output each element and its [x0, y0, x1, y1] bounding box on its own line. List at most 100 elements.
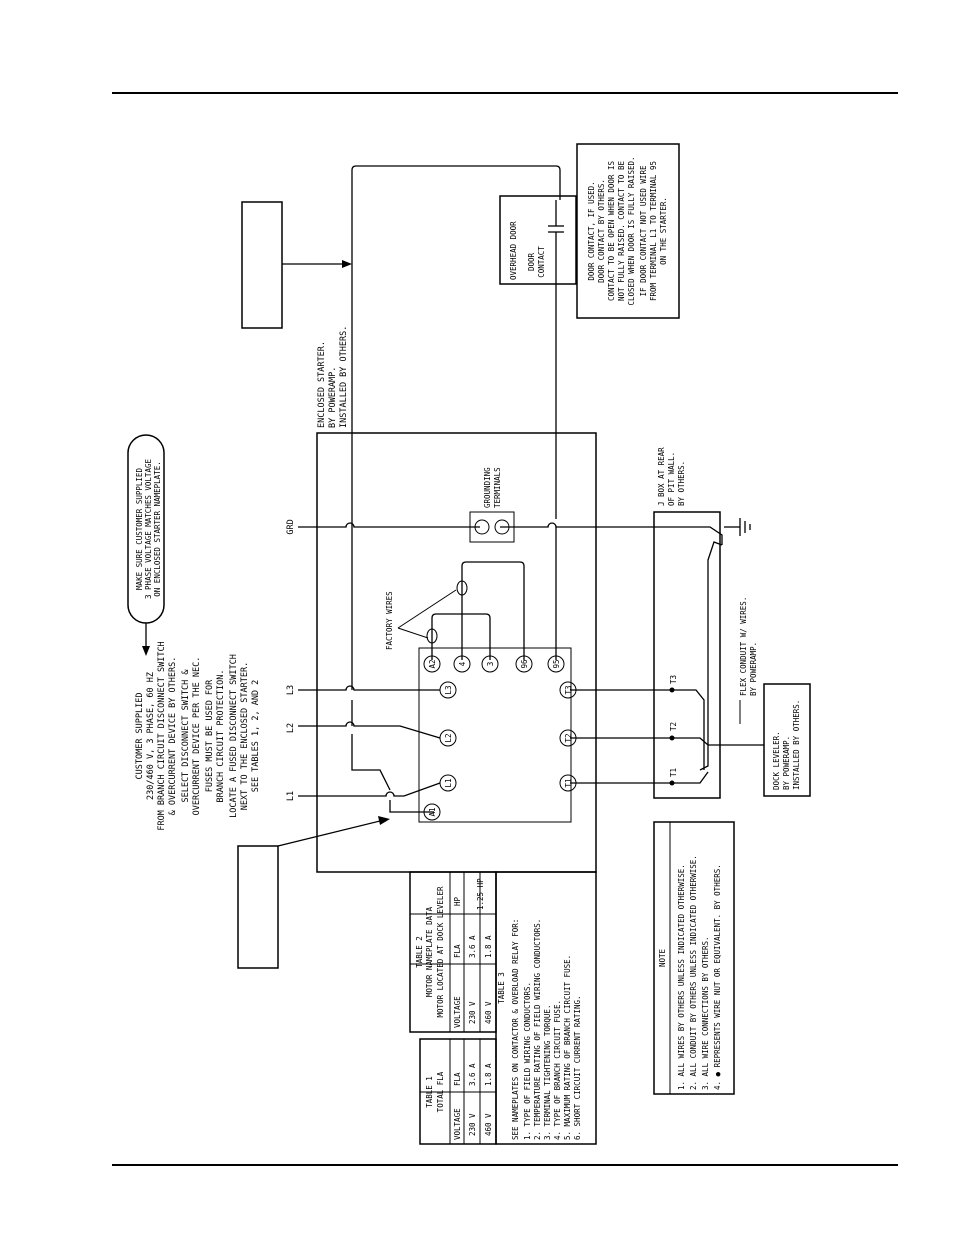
- voltage-note-line: MAKE SURE CUSTOMER SUPPLIED: [135, 468, 144, 590]
- jbox-terminal-t2: T2: [669, 722, 678, 731]
- voltage-note-line: 3 PHASE VOLTAGE MATCHES VOLTAGE: [144, 459, 153, 599]
- note-item: 1. ALL WIRES BY OTHERS UNLESS INDICATED …: [677, 864, 686, 1090]
- customer-supply-line: SELECT DISCONNECT SWITCH &: [181, 669, 191, 803]
- table3-item: 2. TEMPERATURE RATING OF FIELD WIRING CO…: [533, 919, 542, 1140]
- starter-label-line: ENCLOSED STARTER.: [317, 341, 327, 428]
- footer-rule: [112, 1164, 898, 1166]
- door-contact-label: CONTACT: [537, 246, 546, 278]
- terminal-t2-label: T2: [564, 733, 573, 742]
- table1-cell: 1.8 A: [484, 1063, 493, 1086]
- ground-symbol: [724, 518, 751, 536]
- customer-supply-line: OVERCURRENT DEVICE PER THE NEC.: [192, 657, 202, 816]
- table2-hp-value: 1.25 HP: [476, 878, 485, 910]
- table3-item: 5. MAXIMUM RATING OF BRANCH CIRCUIT FUSE…: [563, 955, 572, 1140]
- table1-header-fla: FLA: [453, 1072, 462, 1086]
- control-wires: [351, 165, 564, 813]
- customer-supply-line: CUSTOMER SUPPLIED: [135, 693, 145, 780]
- table1-cell: 460 V: [484, 1113, 493, 1136]
- door-contact-label: DOOR: [527, 252, 536, 271]
- door-note-text: DOOR CONTACT, IF USED. DOOR CONTACT BY O…: [587, 156, 668, 305]
- jbox-terminal-t1: T1: [669, 768, 678, 777]
- terminal-t1-label: T1: [564, 778, 573, 787]
- door-note-line: CONTACT TO BE OPEN WHEN DOOR IS: [607, 161, 616, 301]
- starter-label-line: BY POWERAMP.: [328, 367, 338, 428]
- starter-terminals: [423, 655, 577, 821]
- terminal-l1-label: L1: [444, 778, 453, 787]
- table3-intro: SEE NAMEPLATES ON CONTACTOR & OVERLOAD R…: [511, 919, 520, 1140]
- label-box-bottom: [237, 845, 279, 969]
- door-note-line: DOOR CONTACT BY OTHERS.: [597, 179, 606, 283]
- table2-title: MOTOR LOCATED AT DOCK LEVELER: [436, 886, 445, 1017]
- terminal-l3-label: L3: [444, 685, 453, 694]
- table3-item: 6. SHORT CIRCUIT CURRENT RATING.: [573, 996, 582, 1141]
- table2-header-fla: FLA: [453, 944, 462, 958]
- line-wires: [298, 522, 723, 797]
- enclosed-starter-box: [316, 432, 597, 873]
- customer-supply-text: CUSTOMER SUPPLIED 230/460 V, 3 PHASE, 60…: [135, 641, 261, 830]
- customer-supply-line: SEE TABLES 1, 2, AND 2: [251, 680, 261, 793]
- table2-header-hp: HP: [453, 896, 462, 906]
- overhead-door-box: [499, 195, 577, 285]
- table2-cell: 3.6 A: [468, 935, 477, 958]
- dock-leveler-box: [763, 683, 811, 797]
- table1-cell: 230 V: [468, 1113, 477, 1136]
- customer-supply-line: FROM BRANCH CIRCUIT DISCONNECT SWITCH: [157, 641, 167, 830]
- door-note-line: NOT FULLY RAISED. CONTACT TO BE: [617, 161, 626, 301]
- customer-supply-line: BRANCH CIRCUIT PROTECTION.: [216, 669, 226, 802]
- table3-item: 1. TYPE OF FIELD WIRING CONDUCTORS.: [523, 982, 532, 1140]
- table2-cell: 460 V: [484, 1001, 493, 1024]
- voltage-note-text: MAKE SURE CUSTOMER SUPPLIED 3 PHASE VOLT…: [135, 459, 162, 599]
- jbox-label-line: OF PIT WALL.: [667, 452, 676, 506]
- overhead-door-label: OVERHEAD DOOR: [509, 221, 518, 280]
- terminal-95-label: 95: [552, 659, 561, 668]
- door-note-line: FROM TERMINAL L1 TO TERMINAL 95: [649, 161, 658, 301]
- door-note-line: IF DOOR CONTACT NOT USED WIRE: [639, 165, 648, 296]
- contactor-block: [418, 647, 572, 823]
- customer-supply-line: NEXT TO THE ENCLOSED STARTER.: [240, 662, 250, 810]
- label-box-top: [241, 201, 283, 329]
- line-label-l1: L1: [286, 791, 296, 801]
- terminal-4-label: 4: [458, 661, 467, 666]
- door-note-line: ON THE STARTER.: [659, 197, 668, 265]
- jbox-label-line: J BOX AT REAR: [657, 447, 666, 506]
- table1-title: TABLE 1: [425, 1076, 434, 1108]
- door-note-line: CLOSED WHEN DOOR IS FULLY RAISED.: [627, 156, 636, 305]
- factory-wires-label: FACTORY WIRES: [385, 591, 394, 650]
- line-label-l2: L2: [286, 723, 296, 733]
- table2-cell: 230 V: [468, 1001, 477, 1024]
- terminal-3-label: 3: [486, 662, 495, 667]
- customer-supply-line: LOCATE A FUSED DISCONNECT SWITCH: [229, 654, 239, 818]
- jbox-label-line: BY OTHERS.: [677, 461, 686, 506]
- table1-title: TOTAL FLA: [436, 1071, 445, 1112]
- rotated-labels: L1 L2 L3 GRD CUSTOMER SUPPLIED 230/460 V…: [135, 156, 801, 1140]
- line-label-grd: GRD: [286, 519, 296, 534]
- customer-supply-line: FUSES MUST BE USED FOR: [205, 679, 215, 792]
- note-title: NOTE: [658, 948, 667, 967]
- voltage-note-line: ON ENCLOSED STARTER NAMEPLATE.: [153, 461, 162, 596]
- j-box: [653, 511, 721, 799]
- table3-title: TABLE 3: [497, 972, 506, 1004]
- table2-cell: 1.8 A: [484, 935, 493, 958]
- flex-conduit-label: BY POWERAMP.: [749, 642, 758, 696]
- table2-header-voltage: VOLTAGE: [453, 996, 462, 1028]
- door-note-box: [576, 143, 680, 319]
- terminal-t3-label: T3: [564, 685, 573, 694]
- table3-box: [495, 871, 597, 1145]
- door-note-line: DOOR CONTACT, IF USED.: [587, 181, 596, 280]
- table1-cell: 3.6 A: [468, 1063, 477, 1086]
- grounding-label: GROUNDING: [483, 467, 492, 508]
- dock-leveler-label: BY POWERAMP.: [782, 736, 791, 790]
- table2-title: TABLE 2: [415, 936, 424, 968]
- note-box: [653, 821, 735, 1095]
- terminal-a2-label: A2: [428, 659, 437, 668]
- terminal-a1-label: A1: [428, 807, 437, 816]
- note-item: 3. ALL WIRE CONNECTIONS BY OTHERS.: [701, 936, 710, 1090]
- grounding-terminals: [469, 511, 515, 543]
- terminal-96-label: 96: [520, 659, 529, 669]
- note-item: 4. ● REPRESENTS WIRE NUT OR EQUIVALENT. …: [713, 864, 722, 1090]
- line-label-l3: L3: [286, 685, 296, 695]
- customer-supply-line: 230/460 V, 3 PHASE, 60 HZ: [146, 672, 156, 800]
- table1-header-voltage: VOLTAGE: [453, 1108, 462, 1140]
